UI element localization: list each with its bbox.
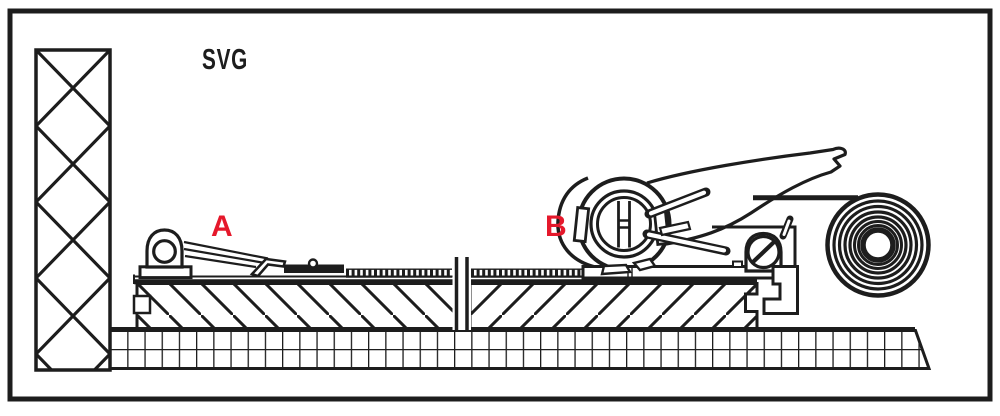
diagram-border (7, 8, 993, 402)
diagram-title: SVG (202, 44, 248, 76)
panel-groove-left (132, 294, 152, 315)
housing-foot (631, 257, 657, 272)
floor-panel-left (132, 274, 457, 332)
subfloor-grid (108, 327, 932, 370)
marker-a-label: A (211, 210, 233, 243)
anchor-bracket (138, 228, 344, 280)
plate-stop (732, 260, 743, 268)
housing-foot (600, 263, 632, 276)
pawl-left (572, 206, 591, 244)
rear-bracket (712, 225, 797, 268)
ratchet-tensioner (556, 146, 858, 315)
bracket-hole (152, 239, 177, 264)
pawl-plate (658, 220, 692, 237)
wall-crosshatch (34, 48, 112, 372)
lever-arm-fill (647, 149, 845, 244)
bolt-slot (751, 240, 776, 264)
strap-line (183, 247, 263, 264)
release-handle (648, 190, 707, 216)
panel-body-left (135, 282, 457, 332)
housing-lobe (556, 176, 600, 270)
roll-ring (853, 220, 903, 270)
edge-hook (762, 265, 799, 315)
roll-ring (832, 199, 924, 291)
tension-strap-band (346, 268, 586, 278)
strap-hook (249, 257, 287, 278)
roll-ring (848, 215, 908, 275)
wall-section (34, 48, 112, 372)
roll-ring (837, 204, 919, 286)
strap-line (184, 254, 257, 269)
strap-roll (825, 192, 931, 298)
grid-mat (108, 329, 932, 370)
roll-hub (860, 227, 896, 263)
roll-outer (825, 192, 931, 298)
panel-body-right (468, 282, 759, 332)
buckle-rivet (307, 258, 319, 269)
crank-rod (646, 232, 727, 253)
marker-b-label: B (545, 210, 567, 243)
floor-panel-right (468, 275, 759, 332)
expansion-gap-spacer (452, 257, 471, 330)
roll-ring (843, 210, 913, 280)
roll-ring (857, 224, 899, 266)
lever-arm (646, 146, 847, 246)
strap-buckle-bar (284, 264, 344, 273)
strap-line (183, 240, 269, 260)
drum-core (596, 196, 652, 252)
lock-pin (782, 219, 791, 236)
